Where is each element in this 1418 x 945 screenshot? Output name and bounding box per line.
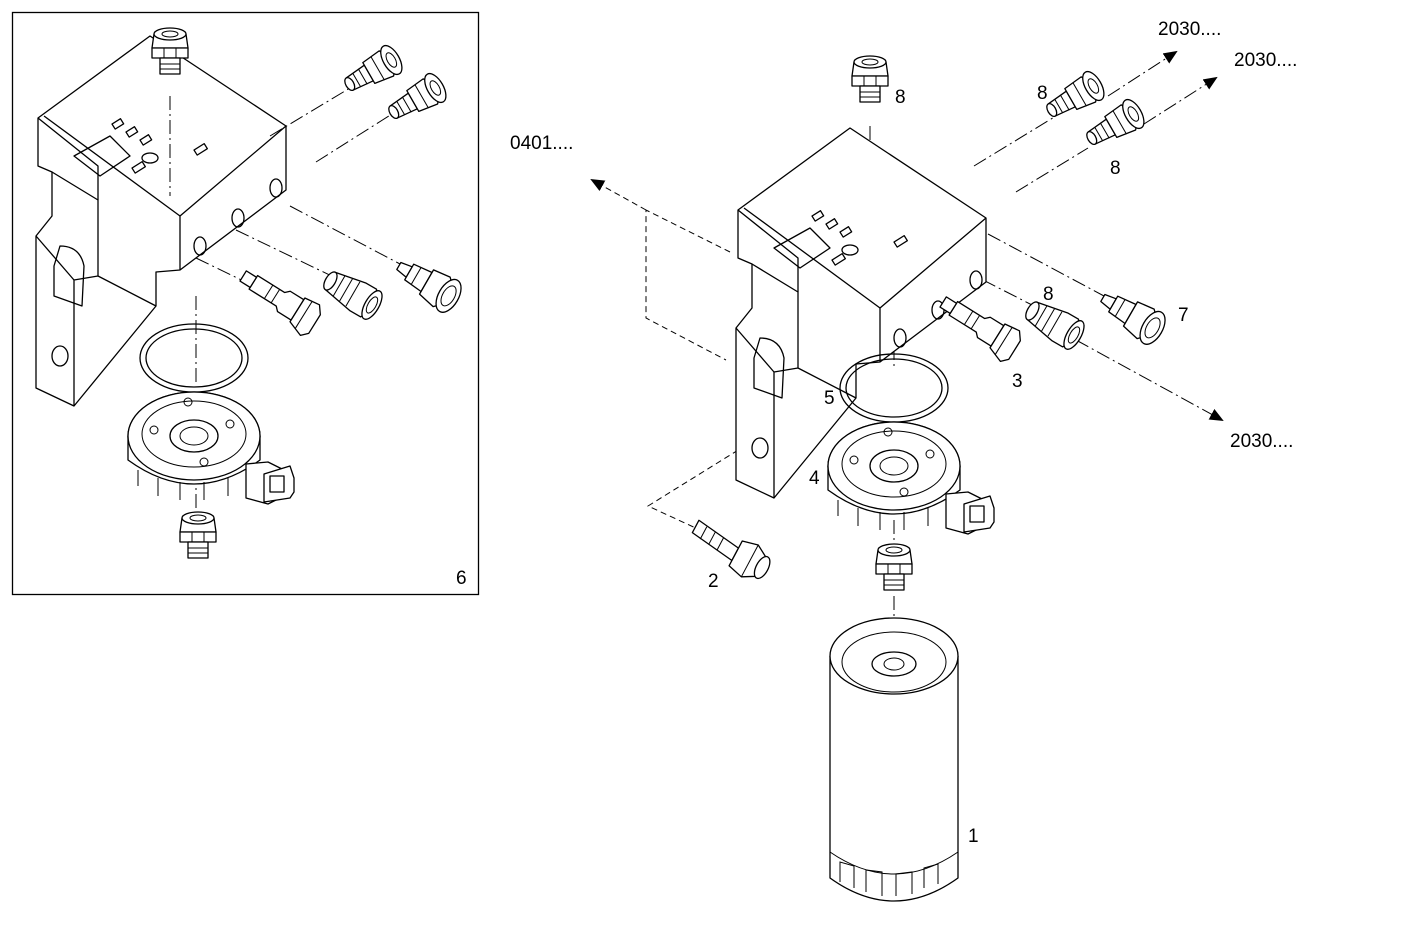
callout-8-top: 8 — [895, 87, 906, 108]
ref-2030-lower: 2030.... — [1230, 431, 1293, 452]
callout-8-nipple: 8 — [1043, 284, 1054, 305]
part-3-pressure-sensor — [931, 287, 1026, 366]
callout-8-upper-a: 8 — [1037, 83, 1048, 104]
part-7-sender — [1092, 282, 1171, 350]
fitting-8-nipple — [1019, 293, 1089, 354]
ref-2030-upper: 2030.... — [1234, 50, 1297, 71]
inset-fitting-upper-b — [381, 69, 451, 129]
ref-0401: 0401.... — [510, 133, 573, 154]
inset-oring — [139, 323, 249, 393]
ref-2030-top: 2030.... — [1158, 19, 1221, 40]
callout-5: 5 — [824, 388, 835, 409]
main-assembly: 8 8 8 8 7 3 5 4 2 1 0401.... 2030.... 20… — [510, 19, 1297, 902]
inset-fitting-upper-a — [337, 41, 407, 101]
inset-filter-head — [127, 391, 295, 505]
callout-3: 3 — [1012, 371, 1023, 392]
callout-2: 2 — [708, 571, 719, 592]
filter-nipple — [875, 543, 913, 591]
inset-bracket — [35, 35, 287, 407]
inset-sender — [388, 250, 467, 318]
callout-8-upper-b: 8 — [1110, 158, 1121, 179]
part-1-filter-cartridge — [829, 617, 959, 902]
fitting-8-top — [851, 55, 889, 103]
inset-pressure-sensor — [231, 261, 326, 340]
inset-panel: 6 — [11, 11, 480, 596]
inset-fitting-bottom — [179, 511, 217, 559]
part-2-bolt — [684, 514, 777, 587]
part-4-filter-head — [827, 421, 995, 535]
callout-1: 1 — [968, 826, 979, 847]
callout-6: 6 — [456, 568, 467, 589]
callout-7: 7 — [1178, 305, 1189, 326]
callout-4: 4 — [809, 468, 820, 489]
inset-nipple — [317, 263, 387, 324]
fitting-8-upper-a — [1039, 67, 1109, 127]
fitting-8-upper-b — [1079, 95, 1149, 155]
